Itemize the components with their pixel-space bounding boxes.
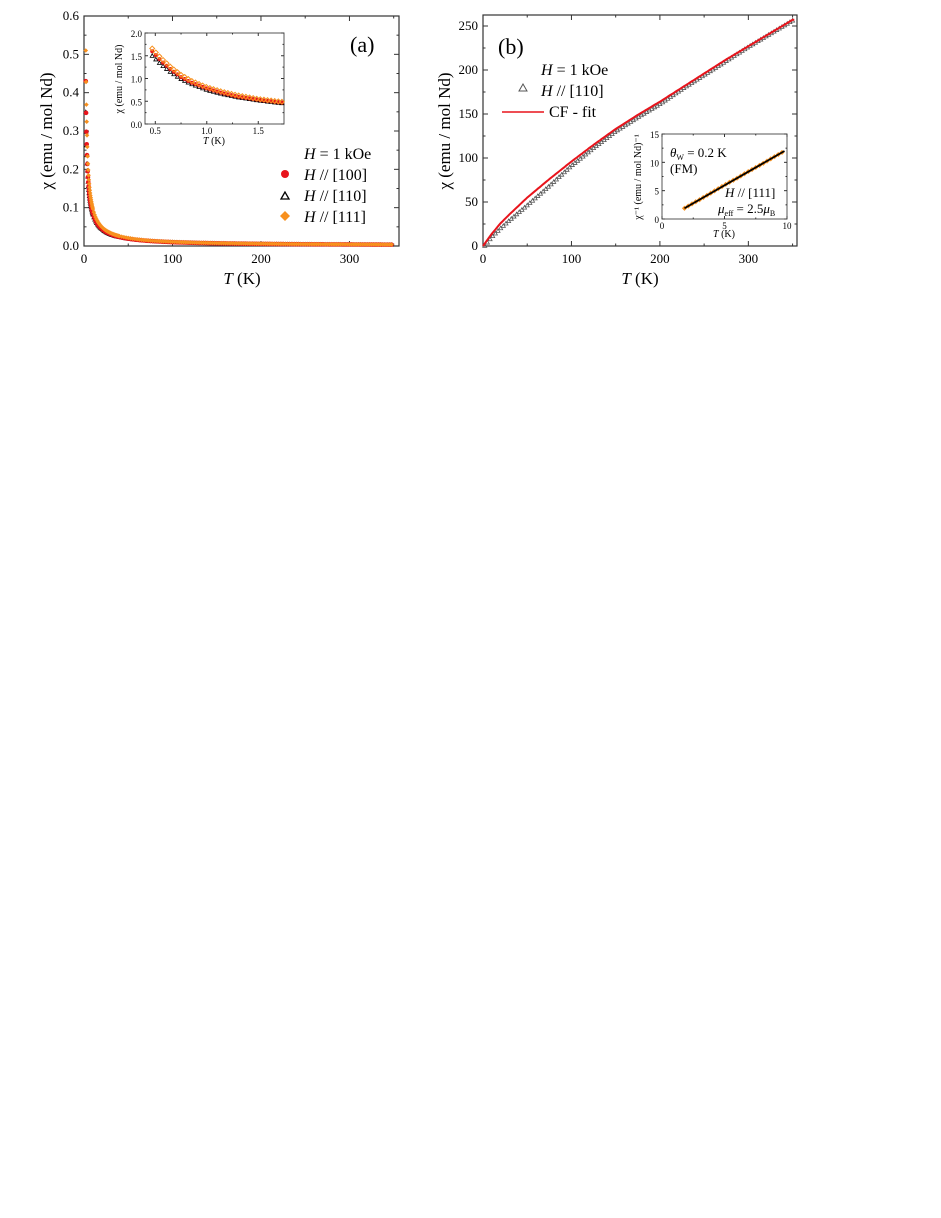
legend-title: H = 1 kOe <box>540 62 608 79</box>
panel-a-legend: H = 1 kOe H // [100] H // [110] H // [11… <box>279 146 371 226</box>
panel-a-inset-x-label: T (K) <box>203 136 225 147</box>
svg-text:0.3: 0.3 <box>63 123 79 138</box>
panel-b-legend: H = 1 kOe H // [110] CF - fit <box>502 62 608 121</box>
svg-text:1.5: 1.5 <box>131 52 143 62</box>
panel-b-tag: (b) <box>498 34 524 59</box>
open-triangle-marker-icon <box>518 82 528 92</box>
panel-b-x-axis-label: T (K) <box>621 269 658 288</box>
svg-text:0.6: 0.6 <box>63 8 80 23</box>
svg-text:50: 50 <box>465 194 478 209</box>
theta-weiss-annotation: θW = 0.2 K <box>670 145 727 162</box>
svg-text:200: 200 <box>251 251 271 266</box>
panel-a-data-points <box>83 48 395 247</box>
svg-text:5: 5 <box>722 221 727 231</box>
mu-eff-annotation: μeff = 2.5μB <box>717 201 775 218</box>
svg-text:150: 150 <box>459 106 479 121</box>
panel-a-inset-frame <box>144 32 285 125</box>
svg-text:1.0: 1.0 <box>201 126 213 136</box>
panel-a-x-ticks: 0 100 200 300 <box>81 16 395 266</box>
panel-b-inset-ticks: 0 5 10 15 0 5 10 <box>650 130 792 231</box>
svg-text:0: 0 <box>81 251 88 266</box>
panel-a-inset: 0.0 0.5 1.0 1.5 2.0 0.5 1.0 1.5 χ (emu / mol Nd… <box>114 29 286 147</box>
legend-entry-110: H // [110] <box>540 83 604 100</box>
svg-text:2.0: 2.0 <box>131 29 143 39</box>
panel-b-inset-y-label: χ⁻¹ (emu / mol Nd)⁻¹ <box>633 134 644 220</box>
panel-b-frame <box>482 14 798 247</box>
panel-b-data <box>482 17 796 248</box>
orange-diamond-marker-icon <box>280 211 290 221</box>
svg-text:0.5: 0.5 <box>150 126 162 136</box>
panel-a-y-axis-label: χ (emu / mol Nd) <box>37 72 56 190</box>
svg-text:0.5: 0.5 <box>131 97 143 107</box>
svg-text:0.0: 0.0 <box>131 120 143 130</box>
svg-text:10: 10 <box>650 158 660 168</box>
svg-text:0.1: 0.1 <box>63 200 79 215</box>
panel-b-inset-x-label: T (K) <box>713 229 735 240</box>
panel-b-inset-data <box>681 149 785 211</box>
svg-text:100: 100 <box>459 150 479 165</box>
svg-text:100: 100 <box>562 251 582 266</box>
panel-a-chart: 0.0 0.1 0.2 0.3 0.4 0.5 0.6 0 100 200 300 (a) χ (… <box>37 8 400 288</box>
panel-a-inset-data-points <box>149 45 286 106</box>
legend-entry-cf-fit: CF - fit <box>549 104 597 121</box>
legend-entry-110: H // [110] <box>303 188 367 205</box>
svg-text:0.4: 0.4 <box>63 85 80 100</box>
svg-text:300: 300 <box>739 251 759 266</box>
svg-text:15: 15 <box>650 130 660 140</box>
svg-text:1.5: 1.5 <box>253 126 265 136</box>
panel-a-x-axis-label: T (K) <box>223 269 260 288</box>
svg-text:10: 10 <box>783 221 793 231</box>
legend-entry-100: H // [100] <box>303 167 367 184</box>
panel-a-tag: (a) <box>350 32 374 57</box>
svg-text:300: 300 <box>340 251 360 266</box>
svg-text:250: 250 <box>459 18 479 33</box>
svg-text:0: 0 <box>660 221 665 231</box>
cf-fit-curve <box>482 18 795 247</box>
svg-text:1.0: 1.0 <box>131 75 143 85</box>
svg-text:0.5: 0.5 <box>63 46 79 61</box>
fm-annotation: (FM) <box>670 161 697 176</box>
panel-b-inset: 0 5 10 15 0 5 10 χ⁻¹ (emu / mol Nd)⁻¹ T (K) θW… <box>633 130 792 240</box>
field-direction-annotation: H // [111] <box>724 185 775 200</box>
legend-title: H = 1 kOe <box>303 146 371 163</box>
panel-a-inset-y-label: χ (emu / mol Nd) <box>114 45 125 115</box>
svg-text:0: 0 <box>472 238 479 253</box>
svg-text:200: 200 <box>650 251 670 266</box>
red-circle-marker-icon <box>281 170 289 178</box>
svg-text:200: 200 <box>459 62 479 77</box>
svg-text:0.2: 0.2 <box>63 161 79 176</box>
svg-text:0: 0 <box>655 215 660 225</box>
legend-entry-111: H // [111] <box>303 209 366 226</box>
svg-text:0.0: 0.0 <box>63 238 79 253</box>
svg-text:0: 0 <box>480 251 487 266</box>
panel-a-inset-ticks: 0.0 0.5 1.0 1.5 2.0 0.5 1.0 1.5 <box>131 29 284 136</box>
curie-weiss-fit-line <box>684 150 785 210</box>
svg-text:100: 100 <box>163 251 183 266</box>
svg-text:5: 5 <box>655 187 660 197</box>
panel-b-y-axis-label: χ (emu / mol Nd) <box>435 72 454 190</box>
open-triangle-marker-icon <box>279 190 291 200</box>
